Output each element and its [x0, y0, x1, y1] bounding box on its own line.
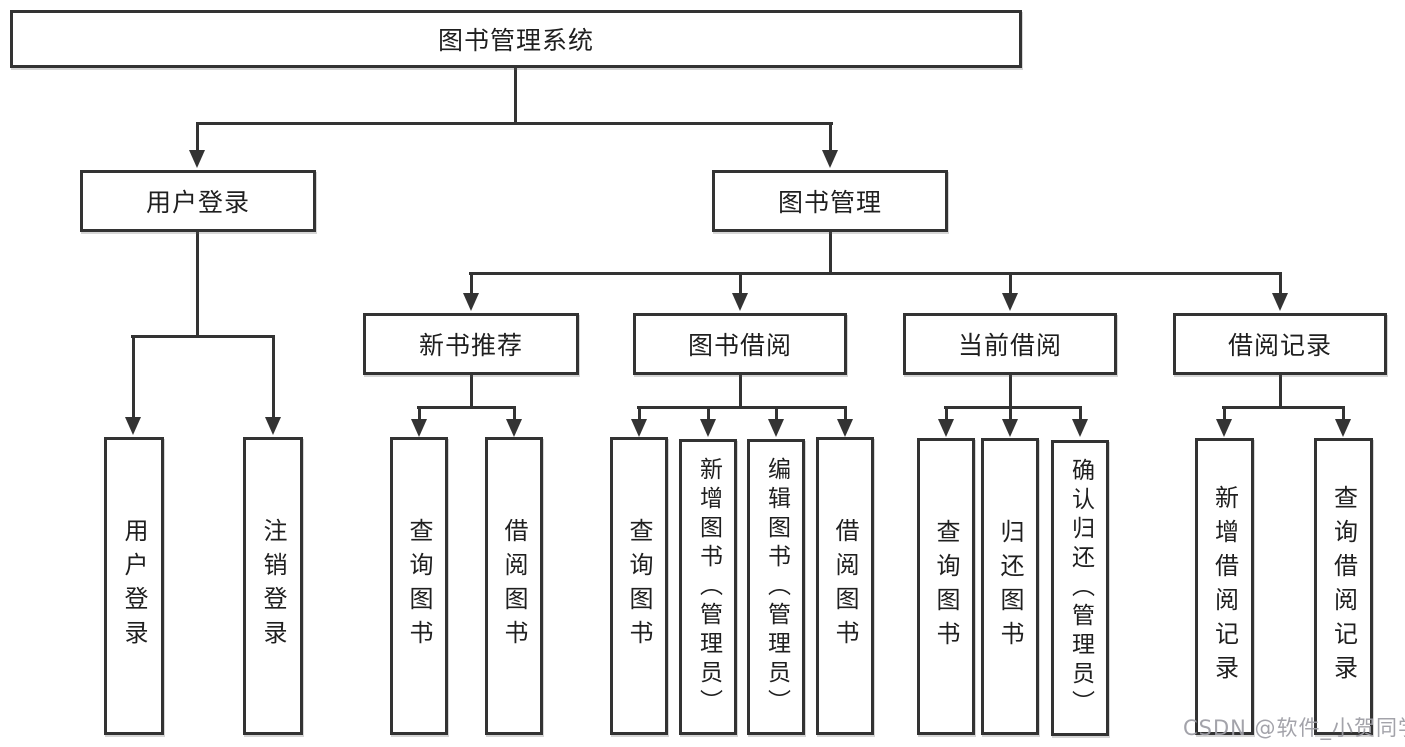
leaf-borrow-query: 查询图书: [610, 437, 668, 735]
node-book-management: 图书管理: [712, 170, 948, 232]
connector-level3-bus: [469, 272, 1282, 275]
arrowhead-down-icon: [1335, 419, 1351, 437]
leaf-records-query-label: 查询借阅记录: [1329, 484, 1358, 689]
connector-bus: [417, 406, 516, 409]
node-user-login-label: 用户登录: [145, 188, 250, 217]
arrowhead-down-icon: [837, 419, 853, 437]
arrowhead-down-icon: [189, 150, 205, 168]
connector-bus: [1222, 406, 1345, 409]
leaf-logout: 注销登录: [243, 437, 303, 735]
arrowhead-down-icon: [411, 419, 427, 437]
arrowhead-down-icon: [768, 419, 784, 437]
leaf-current-return-label: 归还图书: [996, 518, 1024, 655]
node-book-borrow-label: 图书借阅: [687, 331, 792, 360]
node-book-borrow: 图书借阅: [633, 313, 847, 375]
connector-stub: [739, 373, 742, 409]
leaf-newbook-borrow: 借阅图书: [485, 437, 543, 735]
node-root-label: 图书管理系统: [437, 26, 594, 55]
arrowhead-down-icon: [938, 419, 954, 437]
leaf-current-query: 查询图书: [917, 438, 975, 735]
connector-user-login-bus: [131, 335, 275, 338]
arrowhead-down-icon: [463, 293, 479, 311]
connector-arrow-shaft: [132, 335, 135, 419]
leaf-borrow-edit-admin: 编辑图书（管理员）: [747, 439, 805, 735]
arrowhead-down-icon: [1002, 293, 1018, 311]
connector-arrow-shaft: [1279, 272, 1282, 295]
leaf-current-confirm-admin: 确认归还（管理员）: [1051, 440, 1109, 736]
connector-arrow-shaft: [1079, 406, 1082, 421]
arrowhead-down-icon: [631, 419, 647, 437]
leaf-current-return: 归还图书: [981, 438, 1039, 735]
connector-level2-bus: [196, 122, 833, 125]
connector-bus: [637, 406, 847, 409]
connector-arrow-shaft: [1009, 272, 1012, 295]
node-new-book-recommend-label: 新书推荐: [418, 331, 523, 360]
connector-bus: [944, 406, 1082, 409]
leaf-current-query-label: 查询图书: [932, 518, 960, 655]
connector-arrow-shaft: [470, 272, 473, 295]
connector-arrow-shaft: [775, 406, 778, 421]
arrowhead-down-icon: [1002, 419, 1018, 437]
node-new-book-recommend: 新书推荐: [363, 313, 579, 375]
node-user-login: 用户登录: [80, 170, 316, 232]
leaf-borrow-add-admin: 新增图书（管理员）: [679, 439, 737, 735]
leaf-records-query: 查询借阅记录: [1314, 438, 1373, 735]
connector-stub: [1009, 373, 1012, 409]
connector-arrow-shaft: [945, 406, 948, 421]
leaf-records-add: 新增借阅记录: [1195, 438, 1254, 735]
node-root: 图书管理系统: [10, 10, 1022, 68]
leaf-user-login: 用户登录: [104, 437, 164, 735]
leaf-current-confirm-admin-label: 确认归还（管理员）: [1067, 457, 1094, 719]
connector-stub: [470, 373, 473, 409]
connector-arrow-shaft: [1342, 406, 1345, 421]
leaf-newbook-query: 查询图书: [390, 437, 448, 735]
leaf-user-login-label: 用户登录: [120, 518, 148, 654]
connector-arrow-shaft: [638, 406, 641, 421]
arrowhead-down-icon: [700, 419, 716, 437]
node-current-borrow: 当前借阅: [903, 313, 1117, 375]
connector-arrow-shaft: [707, 406, 710, 421]
connector-user-login-stub: [196, 232, 199, 338]
connector-arrow-shaft: [418, 406, 421, 421]
arrowhead-down-icon: [506, 419, 522, 437]
connector-arrow-shaft: [1009, 406, 1012, 421]
connector-book-management-stub: [829, 232, 832, 275]
arrowhead-down-icon: [732, 293, 748, 311]
leaf-newbook-borrow-label: 借阅图书: [500, 518, 528, 654]
arrowhead-down-icon: [822, 150, 838, 168]
node-book-management-label: 图书管理: [777, 188, 882, 217]
arrowhead-down-icon: [125, 417, 141, 435]
connector-arrow-shaft: [844, 406, 847, 421]
node-borrow-records: 借阅记录: [1173, 313, 1387, 375]
leaf-borrow-add-admin-label: 新增图书（管理员）: [695, 456, 722, 718]
connector-stub: [1279, 375, 1282, 409]
connector-arrow-shaft: [196, 122, 199, 152]
arrowhead-down-icon: [1216, 419, 1232, 437]
arrowhead-down-icon: [265, 417, 281, 435]
connector-arrow-shaft: [513, 406, 516, 421]
node-current-borrow-label: 当前借阅: [957, 331, 1062, 360]
leaf-newbook-query-label: 查询图书: [405, 518, 433, 654]
leaf-records-add-label: 新增借阅记录: [1210, 484, 1239, 689]
leaf-borrow-book: 借阅图书: [816, 437, 874, 735]
arrowhead-down-icon: [1272, 293, 1288, 311]
leaf-borrow-edit-admin-label: 编辑图书（管理员）: [763, 456, 790, 718]
connector-arrow-shaft: [829, 122, 832, 152]
leaf-logout-label: 注销登录: [259, 518, 287, 654]
connector-arrow-shaft: [739, 272, 742, 295]
node-borrow-records-label: 借阅记录: [1227, 331, 1332, 360]
leaf-borrow-query-label: 查询图书: [625, 518, 653, 654]
arrowhead-down-icon: [1072, 419, 1088, 437]
watermark: CSDN @软件_小贺同学: [1183, 716, 1405, 740]
leaf-borrow-book-label: 借阅图书: [831, 518, 859, 654]
connector-root-stub: [514, 68, 517, 125]
connector-arrow-shaft: [272, 335, 275, 419]
connector-arrow-shaft: [1223, 406, 1226, 421]
